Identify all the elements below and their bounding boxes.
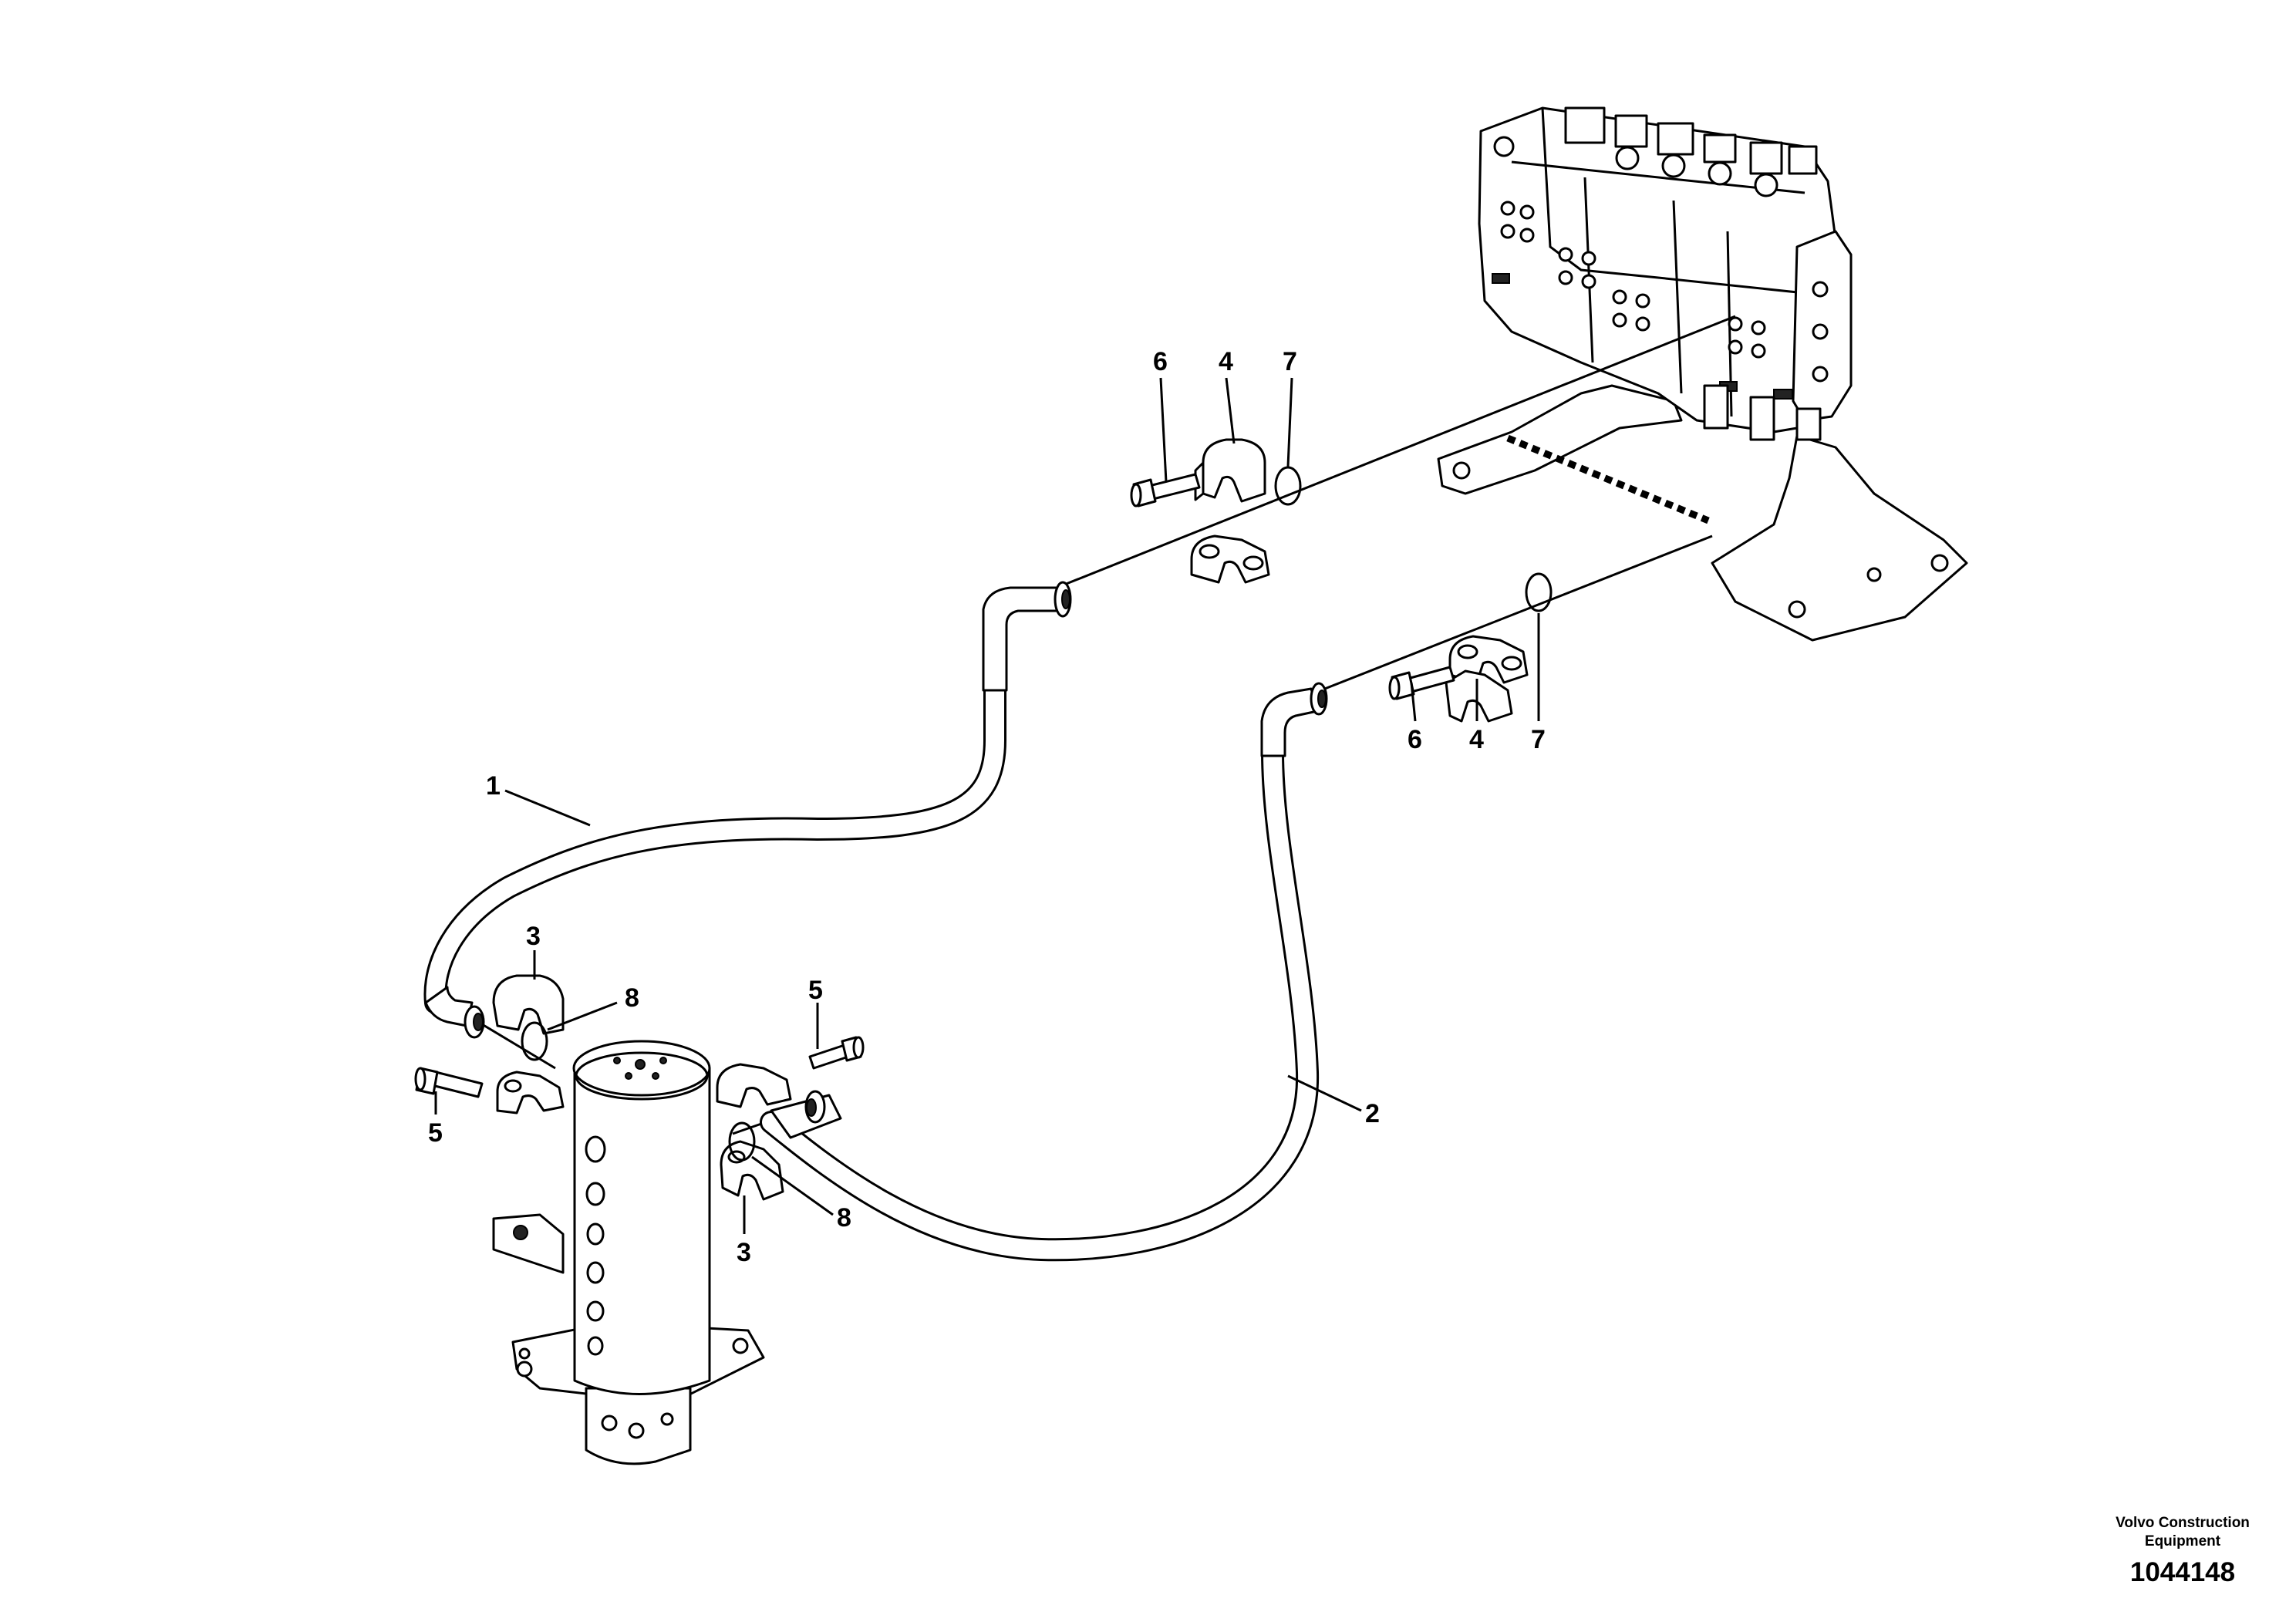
callout-6-top: 6 — [1153, 347, 1168, 376]
credit-line-1: Volvo Construction — [2116, 1515, 2250, 1531]
callout-5-left: 5 — [428, 1118, 443, 1148]
leader-lines — [434, 377, 1540, 1234]
alignment-lines — [477, 315, 1736, 1135]
credit-line-2: Equipment — [2145, 1533, 2221, 1549]
screw-6-right — [1388, 666, 1455, 700]
callout-7-top: 7 — [1283, 347, 1297, 376]
control-valve-block — [1437, 106, 1968, 642]
o-ring-8-top — [521, 1021, 548, 1061]
screw-6-top — [1130, 473, 1201, 508]
o-ring-7-right — [1525, 572, 1553, 612]
o-ring-8-bottom — [728, 1121, 756, 1162]
screw-5-left — [414, 1067, 484, 1098]
hose-1 — [423, 581, 1072, 1039]
flange-clamp-4-top — [1194, 438, 1266, 503]
callout-8-bottom: 8 — [837, 1203, 851, 1233]
hose-2 — [760, 682, 1328, 1262]
callout-4-right: 4 — [1469, 725, 1484, 754]
o-ring-7-top — [1274, 466, 1302, 506]
callout-1: 1 — [486, 771, 501, 801]
flange-clamp-3-left — [496, 1071, 565, 1114]
flange-clamp-3-bottom — [720, 1140, 784, 1201]
callout-6-right: 6 — [1408, 725, 1422, 754]
callout-3-top: 3 — [526, 922, 541, 951]
callout-2: 2 — [1365, 1099, 1380, 1128]
callout-5-right: 5 — [808, 976, 823, 1005]
callout-8-top: 8 — [625, 983, 639, 1013]
flange-clamp-3-top — [492, 974, 565, 1035]
dashed-connection-line — [1506, 434, 1710, 524]
flange-clamp-3-right-upper — [716, 1063, 792, 1108]
screw-5-right — [808, 1036, 865, 1070]
callout-3-bottom: 3 — [737, 1238, 751, 1267]
swivel-joint — [492, 1040, 765, 1465]
document-number: 1044148 — [2130, 1557, 2235, 1587]
callout-7-right: 7 — [1531, 725, 1546, 754]
callout-4-top: 4 — [1219, 347, 1233, 376]
flange-clamp-4-top-lower — [1190, 534, 1270, 584]
